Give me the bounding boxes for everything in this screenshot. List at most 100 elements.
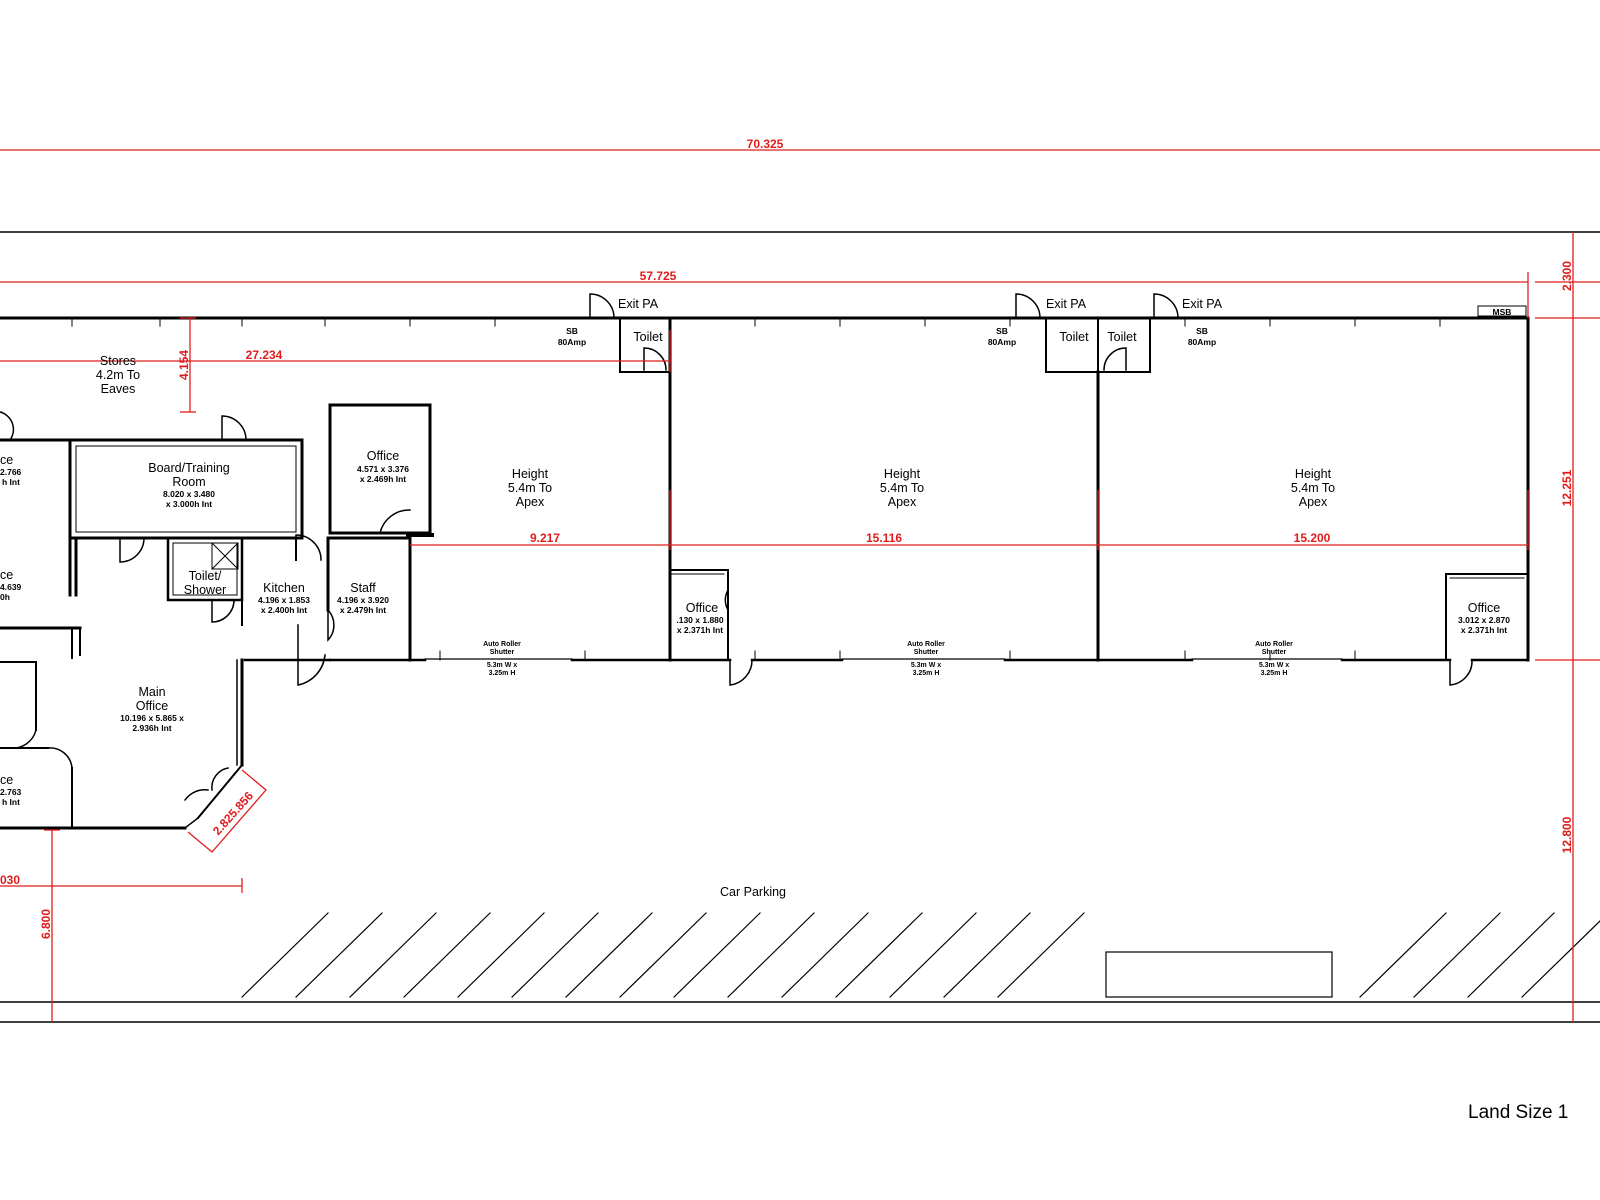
svg-text:Auto Roller: Auto Roller	[907, 641, 945, 648]
bay1-office-label: Office .130 x 1.880 x 2.371h Int	[676, 601, 724, 635]
svg-text:Auto Roller: Auto Roller	[483, 641, 521, 648]
svg-text:2.936h Int: 2.936h Int	[132, 723, 171, 733]
svg-text:x 2.371h Int: x 2.371h Int	[677, 625, 723, 635]
toilet-shower-label: Toilet/ Shower	[184, 569, 226, 597]
svg-text:ce: ce	[0, 453, 13, 467]
svg-text:x 2.400h Int: x 2.400h Int	[261, 605, 307, 615]
shutter-labels: Auto Roller Shutter 5.3m W x 3.25m H Aut…	[483, 641, 1293, 677]
svg-text:Main: Main	[138, 685, 165, 699]
parking-stripes	[241, 912, 1600, 998]
svg-text:3.25m H: 3.25m H	[489, 670, 516, 677]
building-walls	[0, 316, 1530, 662]
svg-text:5.3m W x: 5.3m W x	[911, 662, 941, 669]
kitchen-label: Kitchen 4.196 x 1.853 x 2.400h Int	[258, 581, 310, 615]
svg-text:x 3.000h Int: x 3.000h Int	[166, 499, 212, 509]
svg-text:Office: Office	[136, 699, 168, 713]
svg-text:Stores: Stores	[100, 354, 136, 368]
land-size-label: Land Size 1	[1468, 1102, 1568, 1123]
svg-text:3.012 x 2.870: 3.012 x 2.870	[1458, 615, 1510, 625]
svg-text:Office: Office	[686, 601, 718, 615]
shutter-2-label: Auto Roller Shutter 5.3m W x 3.25m H	[907, 641, 945, 677]
sb-label-3: SB	[1196, 326, 1208, 336]
svg-text:Staff: Staff	[350, 581, 376, 595]
svg-text:4.196 x 1.853: 4.196 x 1.853	[258, 595, 310, 605]
left-office-1-label: ce 2.766 h Int	[0, 453, 22, 487]
board-room-label: Board/Training Room 8.020 x 3.480 x 3.00…	[148, 461, 230, 509]
svg-text:Apex: Apex	[1299, 495, 1328, 509]
svg-text:x 2.469h Int: x 2.469h Int	[360, 474, 406, 484]
svg-text:4.639: 4.639	[0, 582, 22, 592]
svg-text:5.3m W x: 5.3m W x	[1259, 662, 1289, 669]
bay-2-label: Height 5.4m To Apex	[880, 467, 924, 509]
toilet-label-1: Toilet	[633, 330, 663, 344]
toilet-label-2: Toilet	[1059, 330, 1089, 344]
svg-text:4.196 x 3.920: 4.196 x 3.920	[337, 595, 389, 605]
msb-label: MSB	[1493, 307, 1512, 317]
svg-text:Height: Height	[884, 467, 921, 481]
svg-text:Apex: Apex	[516, 495, 545, 509]
car-parking-label: Car Parking	[720, 885, 786, 899]
svg-text:h Int: h Int	[2, 477, 20, 487]
dimension-lines	[0, 149, 1600, 1022]
svg-text:5.4m To: 5.4m To	[1291, 481, 1335, 495]
svg-text:5.4m To: 5.4m To	[508, 481, 552, 495]
svg-text:5.4m To: 5.4m To	[880, 481, 924, 495]
room-labels: Stores 4.2m To Eaves Board/Training Room…	[0, 354, 1510, 807]
dim-front-offset: 030	[0, 873, 20, 887]
svg-text:ce: ce	[0, 568, 13, 582]
svg-text:8.020 x 3.480: 8.020 x 3.480	[163, 489, 215, 499]
svg-text:2.763: 2.763	[0, 787, 22, 797]
svg-text:Apex: Apex	[888, 495, 917, 509]
svg-text:3.25m H: 3.25m H	[1261, 670, 1288, 677]
svg-text:.130 x 1.880: .130 x 1.880	[676, 615, 724, 625]
dim-front-left-depth: 6.800	[39, 909, 53, 939]
svg-text:ce: ce	[0, 773, 13, 787]
dim-setback-top: 2.300	[1560, 261, 1574, 291]
svg-text:2.766: 2.766	[0, 467, 22, 477]
svg-text:Toilet/: Toilet/	[189, 569, 222, 583]
exit-label-1: Exit PA	[618, 297, 659, 311]
bay-3-label: Height 5.4m To Apex	[1291, 467, 1335, 509]
left-office-3-label: ce 2.763 h Int	[0, 773, 22, 807]
bay-1-label: Height 5.4m To Apex	[508, 467, 552, 509]
fixture-labels: Exit PA Exit PA Exit PA Toilet Toilet To…	[558, 297, 1512, 347]
svg-text:Eaves: Eaves	[101, 382, 136, 396]
svg-text:4.2m To: 4.2m To	[96, 368, 140, 382]
dim-bay2-width: 15.116	[866, 531, 902, 545]
svg-text:Kitchen: Kitchen	[263, 581, 305, 595]
dim-stores-width: 27.234	[246, 348, 283, 362]
left-office-2-label: ce 4.639 0h	[0, 568, 22, 602]
amp-label-2: 80Amp	[988, 337, 1016, 347]
bay-labels: Height 5.4m To Apex Height 5.4m To Apex …	[508, 467, 1335, 509]
dim-bay3-width: 15.200	[1294, 531, 1331, 545]
sb-label-1: SB	[566, 326, 578, 336]
svg-text:Shutter: Shutter	[1262, 649, 1287, 656]
svg-text:Auto Roller: Auto Roller	[1255, 641, 1293, 648]
center-office-label: Office 4.571 x 3.376 x 2.469h Int	[357, 449, 409, 484]
svg-text:Shutter: Shutter	[490, 649, 515, 656]
svg-text:5.3m W x: 5.3m W x	[487, 662, 517, 669]
exit-label-2: Exit PA	[1046, 297, 1087, 311]
toilet-label-3: Toilet	[1107, 330, 1137, 344]
svg-text:Office: Office	[367, 449, 399, 463]
svg-text:Board/Training: Board/Training	[148, 461, 230, 475]
svg-text:h Int: h Int	[2, 797, 20, 807]
dim-building-depth: 12.251	[1560, 469, 1574, 506]
office-complex-walls	[0, 403, 434, 830]
amp-label-1: 80Amp	[558, 337, 586, 347]
dim-bay1-width: 9.217	[530, 531, 560, 545]
svg-text:0h: 0h	[0, 592, 10, 602]
svg-text:x 2.371h Int: x 2.371h Int	[1461, 625, 1507, 635]
stores-label: Stores 4.2m To Eaves	[96, 354, 140, 396]
dim-stores-depth: 4.154	[177, 350, 191, 380]
svg-text:Height: Height	[1295, 467, 1332, 481]
sb-label-2: SB	[996, 326, 1008, 336]
svg-text:3.25m H: 3.25m H	[913, 670, 940, 677]
svg-text:x 2.479h Int: x 2.479h Int	[340, 605, 386, 615]
exit-label-3: Exit PA	[1182, 297, 1223, 311]
doors	[0, 293, 1529, 830]
shutter-1-label: Auto Roller Shutter 5.3m W x 3.25m H	[483, 641, 521, 677]
svg-text:Height: Height	[512, 467, 549, 481]
amp-label-3: 80Amp	[1188, 337, 1216, 347]
